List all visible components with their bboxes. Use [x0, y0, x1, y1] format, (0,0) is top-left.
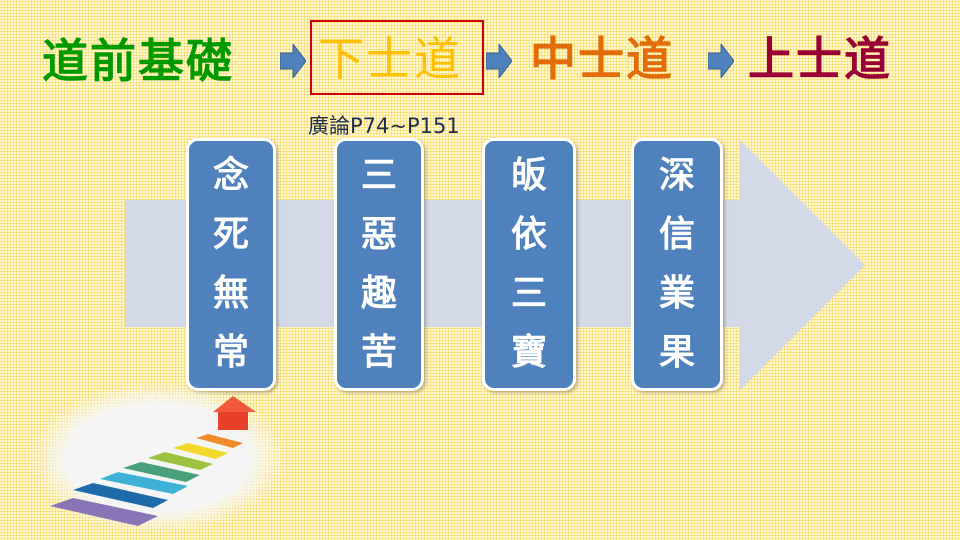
char: 惡 — [360, 214, 397, 256]
char: 趣 — [360, 272, 397, 314]
topic-box-4: 深信業果 — [631, 138, 723, 391]
topic-box-3: 皈依三寶 — [482, 138, 576, 391]
page-reference: 廣論P74~P151 — [308, 114, 460, 138]
arrow-right-icon — [708, 44, 734, 78]
char: 寶 — [510, 331, 547, 373]
highlight-box — [310, 20, 484, 95]
char: 信 — [658, 214, 695, 256]
char: 念 — [212, 155, 249, 197]
stage-upper: 上士道 — [748, 32, 892, 86]
char: 皈 — [510, 155, 547, 197]
staircase-image — [28, 382, 288, 534]
char: 業 — [658, 272, 695, 314]
stage-middle: 中士道 — [530, 32, 674, 86]
char: 深 — [658, 155, 695, 197]
stage-lower: 下士道 — [318, 32, 462, 86]
char: 三 — [510, 272, 547, 314]
topic-box-1: 念死無常 — [186, 138, 276, 391]
char: 常 — [212, 331, 249, 373]
char: 果 — [658, 331, 695, 373]
arrow-right-icon — [486, 44, 512, 78]
stage-preliminary: 道前基礎 — [42, 34, 234, 88]
char: 依 — [510, 214, 547, 256]
topic-box-2: 三惡趣苦 — [334, 138, 424, 391]
arrow-right-icon — [280, 44, 306, 78]
char: 三 — [360, 155, 397, 197]
char: 死 — [212, 214, 249, 256]
char: 苦 — [360, 331, 397, 373]
char: 無 — [212, 272, 249, 314]
